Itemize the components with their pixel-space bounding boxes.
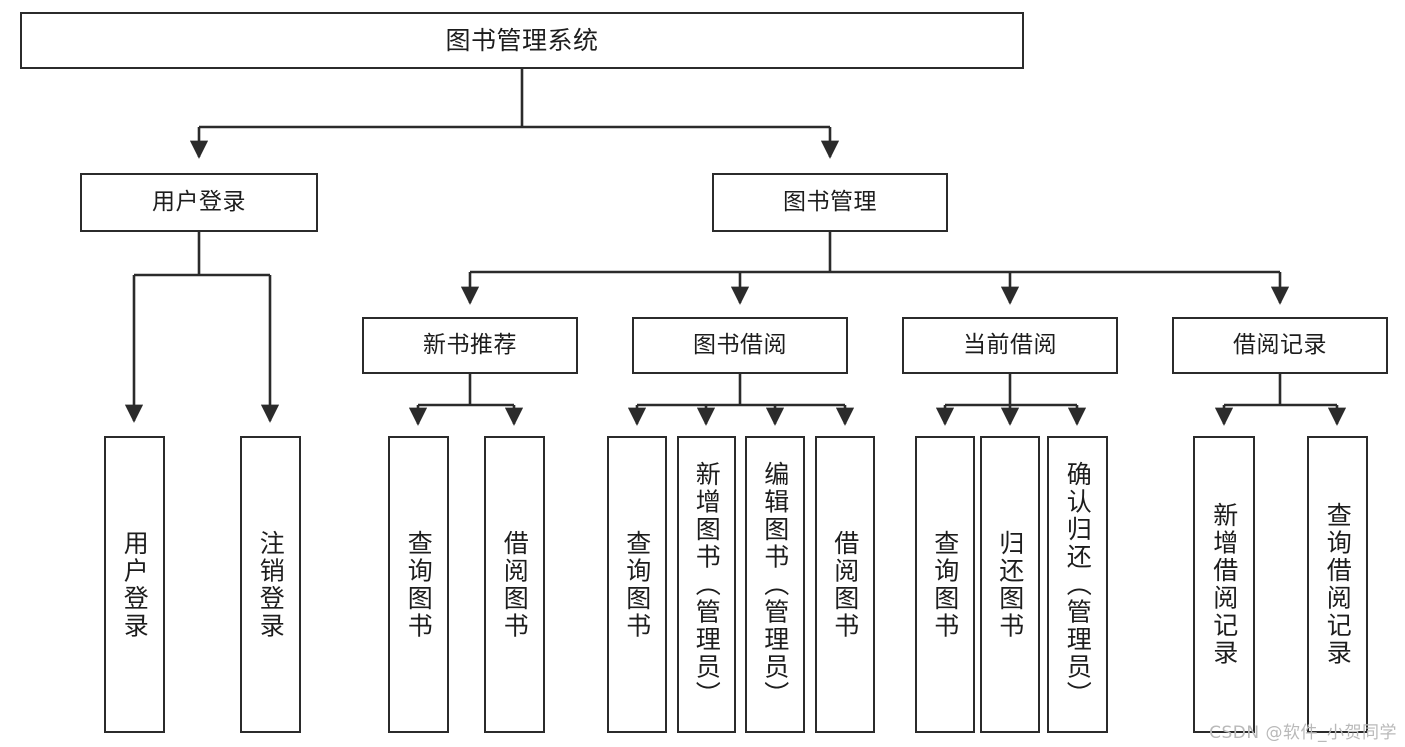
node-current-borrow[interactable]: 当前借阅 [902, 317, 1118, 374]
node-leaf-query-record-label: 查询借阅记录 [1323, 502, 1353, 667]
node-book-manage[interactable]: 图书管理 [712, 173, 948, 232]
node-leaf-add-book-label: 新增图书（管理员） [692, 460, 722, 709]
node-leaf-confirm-return-label: 确认归还（管理员） [1063, 460, 1093, 709]
node-leaf-add-book[interactable]: 新增图书（管理员） [677, 436, 736, 733]
node-leaf-query-book-rec[interactable]: 查询图书 [388, 436, 449, 733]
node-root-label: 图书管理系统 [445, 25, 599, 55]
node-current-borrow-label: 当前借阅 [963, 331, 1057, 358]
node-leaf-borrow-book-rec[interactable]: 借阅图书 [484, 436, 545, 733]
node-leaf-add-record[interactable]: 新增借阅记录 [1193, 436, 1255, 733]
node-leaf-return-book-label: 归还图书 [995, 529, 1025, 640]
watermark: CSDN @软件_小贺同学 [1209, 723, 1397, 743]
node-book-borrow[interactable]: 图书借阅 [632, 317, 848, 374]
node-leaf-query-book-rec-label: 查询图书 [404, 529, 434, 640]
node-leaf-query-book-borrow[interactable]: 查询图书 [607, 436, 667, 733]
node-leaf-logout-label: 注销登录 [256, 529, 286, 640]
node-leaf-edit-book-label: 编辑图书（管理员） [760, 460, 790, 709]
node-leaf-edit-book[interactable]: 编辑图书（管理员） [745, 436, 805, 733]
node-leaf-return-book[interactable]: 归还图书 [980, 436, 1040, 733]
node-leaf-logout[interactable]: 注销登录 [240, 436, 301, 733]
node-leaf-query-book-cur-label: 查询图书 [930, 529, 960, 640]
node-new-book-recommend[interactable]: 新书推荐 [362, 317, 578, 374]
node-leaf-borrow-book-rec-label: 借阅图书 [500, 529, 530, 640]
node-root[interactable]: 图书管理系统 [20, 12, 1024, 69]
node-new-book-recommend-label: 新书推荐 [423, 331, 517, 358]
node-leaf-add-record-label: 新增借阅记录 [1209, 502, 1239, 667]
node-leaf-query-book-cur[interactable]: 查询图书 [915, 436, 975, 733]
node-user-login-label: 用户登录 [152, 188, 246, 215]
node-leaf-query-book-borrow-label: 查询图书 [622, 529, 652, 640]
node-leaf-user-login-label: 用户登录 [120, 529, 150, 640]
node-borrow-record-label: 借阅记录 [1233, 331, 1327, 358]
node-leaf-confirm-return[interactable]: 确认归还（管理员） [1047, 436, 1108, 733]
node-leaf-borrow-book[interactable]: 借阅图书 [815, 436, 875, 733]
node-user-login[interactable]: 用户登录 [80, 173, 318, 232]
node-book-borrow-label: 图书借阅 [693, 331, 787, 358]
node-leaf-user-login[interactable]: 用户登录 [104, 436, 165, 733]
node-leaf-borrow-book-label: 借阅图书 [830, 529, 860, 640]
node-leaf-query-record[interactable]: 查询借阅记录 [1307, 436, 1368, 733]
node-borrow-record[interactable]: 借阅记录 [1172, 317, 1388, 374]
node-book-manage-label: 图书管理 [783, 188, 877, 215]
